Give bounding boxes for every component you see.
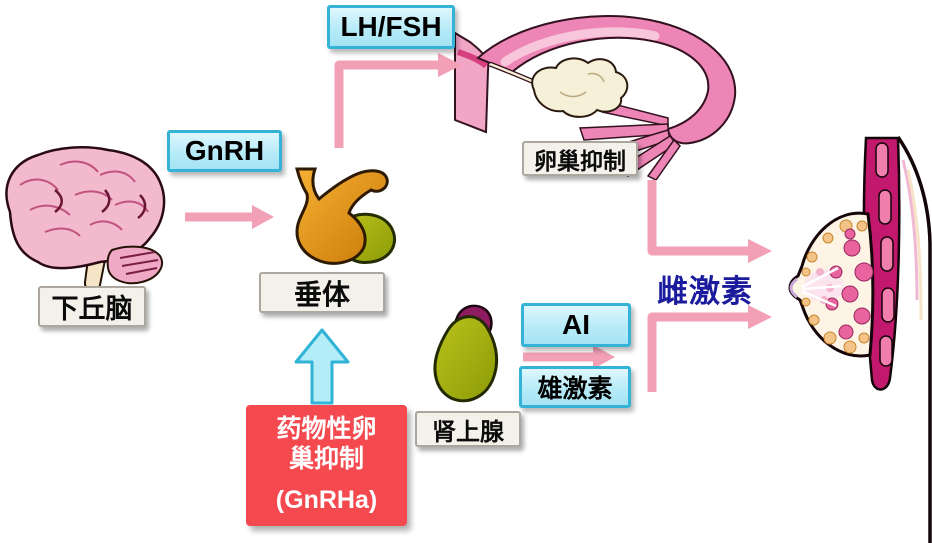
arrow-androgen-to-breast (647, 305, 772, 392)
adrenal-text: 肾上腺 (432, 418, 504, 446)
arrow-adrenal-to-androgen (523, 345, 615, 369)
brain-image (5, 146, 166, 293)
arrow-gnrha-to-pituitary (294, 328, 350, 405)
ai-hormone-box: AI (521, 303, 631, 347)
ovarian-suppression-text: 卵巢抑制 (534, 147, 626, 174)
breast-image (788, 136, 932, 543)
androgen-label: 雄激素 (537, 375, 613, 403)
pituitary-text: 垂体 (293, 278, 350, 310)
adrenal-organ-label: 肾上腺 (415, 411, 521, 447)
treatment-line2: 巢抑制 (288, 444, 364, 473)
hypothalamus-organ-label: 下丘脑 (38, 286, 146, 327)
treatment-line3: (GnRHa) (275, 486, 378, 514)
estrogen-flow-label: 雌激素 (657, 266, 753, 311)
pituitary-organ-label: 垂体 (259, 272, 385, 313)
hypothalamus-text: 下丘脑 (51, 294, 133, 324)
gnrha-treatment-box: 药物性卵 巢抑制 (GnRHa) (246, 405, 407, 526)
lh-fsh-label: LH/FSH (340, 11, 442, 42)
lh-fsh-hormone-box: LH/FSH (327, 5, 455, 49)
treatment-line1: 药物性卵 (276, 415, 377, 443)
gnrh-hormone-box: GnRH (167, 130, 282, 172)
ovarian-suppression-label: 卵巢抑制 (522, 141, 638, 176)
arrow-ovary-to-breast (647, 180, 772, 263)
pituitary-image (295, 167, 396, 265)
estrogen-text: 雌激素 (657, 274, 753, 309)
adrenal-image (433, 304, 499, 403)
androgen-hormone-box: 雄激素 (519, 366, 631, 408)
gnrh-label: GnRH (184, 135, 265, 166)
ai-label: AI (562, 309, 590, 340)
arrow-pituitary-to-ovary (334, 53, 462, 148)
arrow-brain-to-pituitary (185, 205, 274, 229)
